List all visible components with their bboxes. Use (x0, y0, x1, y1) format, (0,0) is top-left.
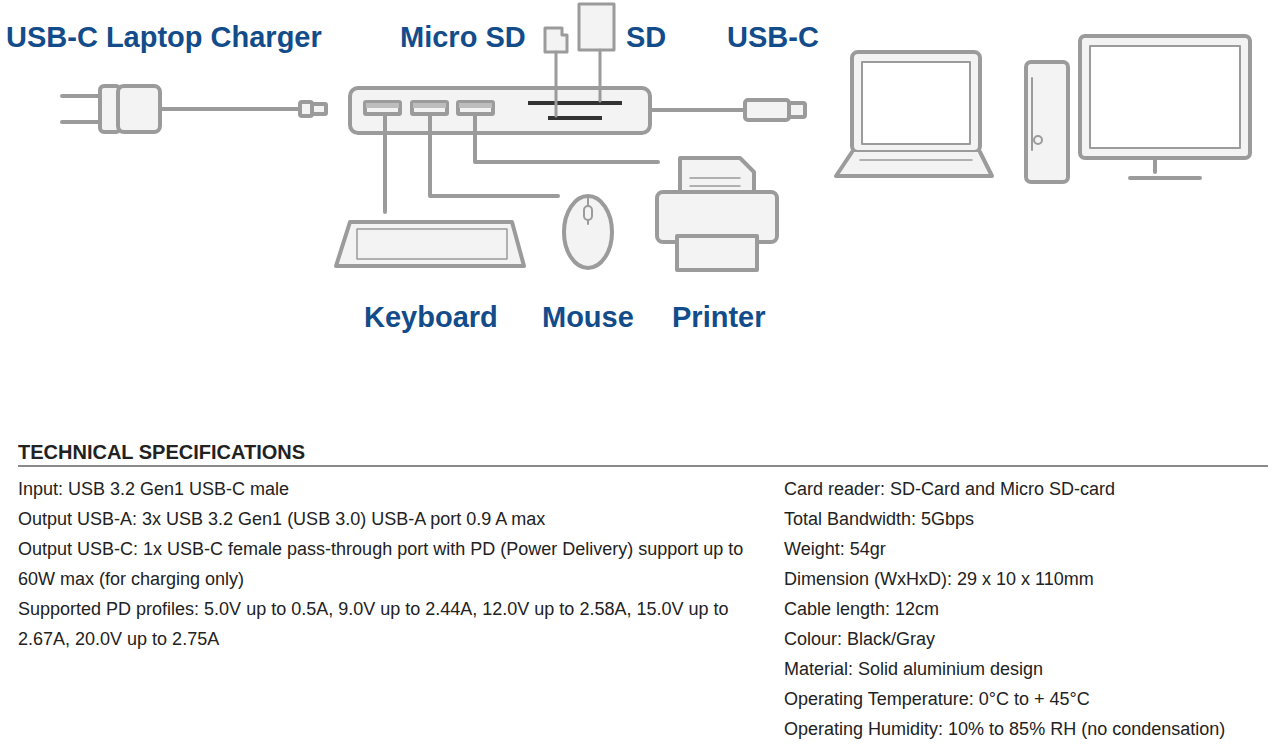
part-label: Mouse (542, 300, 634, 334)
spec-line: Total Bandwidth: 5Gbps (784, 504, 1268, 534)
spec-line: Weight: 54gr (784, 534, 1268, 564)
part-label: Keyboard (364, 300, 498, 334)
part-label: SD (626, 20, 666, 54)
spec-line: Colour: Black/Gray (784, 624, 1268, 654)
section-rule (18, 465, 1268, 467)
part-label: USB-C Laptop Charger (6, 20, 322, 54)
spec-line: Material: Solid aluminium design (784, 654, 1268, 684)
spec-line: Card reader: SD-Card and Micro SD-card (784, 474, 1268, 504)
spec-line: Output USB-A: 3x USB 3.2 Gen1 (USB 3.0) … (18, 504, 753, 534)
spec-line: Output USB-C: 1x USB-C female pass-throu… (18, 534, 753, 594)
spec-line: Cable length: 12cm (784, 594, 1268, 624)
spec-line: Dimension (WxHxD): 29 x 10 x 110mm (784, 564, 1268, 594)
section-heading: TECHNICAL SPECIFICATIONS (18, 439, 305, 465)
part-label: USB-C (727, 20, 819, 54)
spec-line: Supported PD profiles: 5.0V up to 0.5A, … (18, 594, 753, 654)
part-label: Printer (672, 300, 765, 334)
spec-line: Input: USB 3.2 Gen1 USB-C male (18, 474, 753, 504)
spec-line: Operating Temperature: 0°C to + 45°C (784, 684, 1268, 714)
part-label: Micro SD (400, 20, 526, 54)
spec-line: Operating Humidity: 10% to 85% RH (no co… (784, 714, 1268, 744)
